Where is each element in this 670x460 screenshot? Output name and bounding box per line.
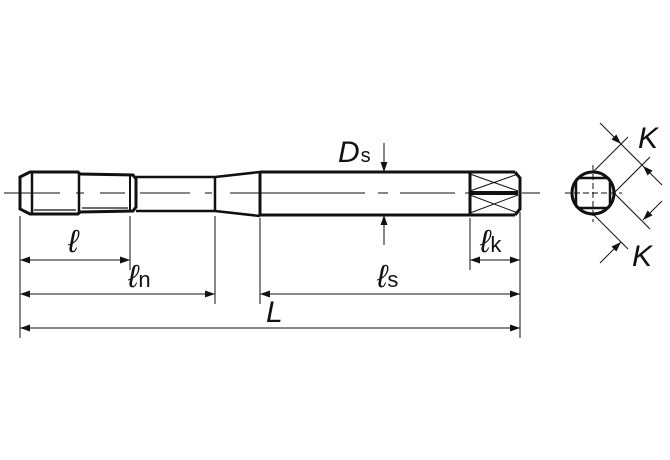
lk-label: ℓk: [479, 223, 502, 259]
end-view: [565, 122, 663, 264]
ds-label: Ds: [338, 136, 371, 169]
ln-label: ℓn: [127, 258, 151, 294]
ls-label: ℓs: [376, 258, 398, 294]
dimension-lines: [20, 256, 520, 332]
thread-section: [18, 170, 138, 216]
l-label: ℓ: [67, 223, 80, 259]
k-bottom-label: K: [632, 240, 654, 273]
taper-section: [214, 170, 261, 218]
L-label: L: [266, 296, 283, 329]
shank-section: [258, 170, 515, 217]
neck-section: [136, 175, 217, 213]
square-drive: [468, 171, 522, 216]
k-top-label: K: [638, 122, 660, 155]
